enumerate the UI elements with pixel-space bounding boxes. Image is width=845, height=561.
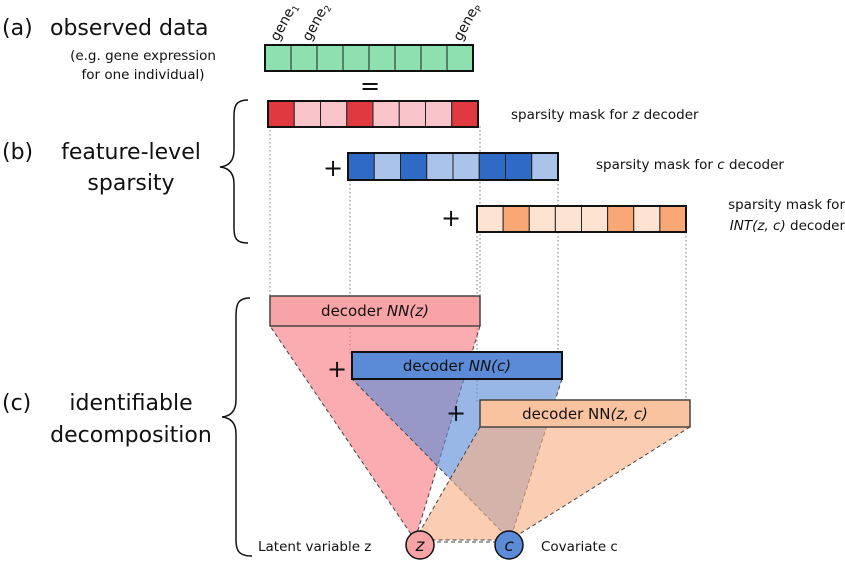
decoder-z-label: decoder NN(z) [321,302,429,320]
plus-sign-int-mask: + [441,204,461,232]
mask-c-outline [347,152,559,181]
mask-z-cell-2 [293,100,321,128]
decoder-box-z [269,295,481,327]
observed-outline [264,44,474,72]
mask-c-cell-1 [347,152,375,181]
observed-cell-1 [264,44,292,72]
section-c-tag: (c) [2,391,31,416]
mask-row-int [476,205,687,233]
mask-int-label-line2: INT(z, c) decoder [730,218,845,234]
latent-z-label: Latent variable z [258,539,371,555]
mask-z-cell-4 [346,100,374,128]
mask-z-label: sparsity mask for z decoder [511,107,699,123]
observed-cell-3 [316,44,344,72]
equals-sign: = [360,72,380,100]
mask-int-cell-5 [581,205,609,233]
decoder-box-int [479,399,691,428]
section-b-tag: (b) [2,140,33,165]
mask-int-label-line1: sparsity mask for [728,197,845,213]
mask-z-cell-5 [372,100,400,128]
mask-int-cell-6 [607,205,635,233]
covariate-c-node [494,530,524,560]
observed-data-row [264,44,474,72]
plus-sign-c-decoder: + [327,355,347,383]
mask-z-cell-7 [425,100,453,128]
mask-int-cell-8 [659,205,687,233]
gene-labels: gene1 gene2 geneP [267,0,485,45]
mask-c-cell-4 [426,152,454,181]
mask-z-cell-8 [451,100,479,128]
decoder-box-c [351,351,563,380]
plus-sign-c-mask: + [323,154,343,182]
mask-int-cell-3 [528,205,556,233]
gene-2-label: gene2 [299,0,334,44]
section-b-title2: sparsity [87,171,174,196]
covariate-c-symbol: c [504,536,514,556]
mask-int-outline [476,205,687,233]
mask-z-cell-6 [398,100,426,128]
section-c-title1: identifiable [69,391,192,416]
brace-c [221,297,253,557]
observed-cell-8 [446,44,474,72]
observed-cell-6 [394,44,422,72]
mask-row-c [347,152,559,181]
observed-cell-2 [290,44,318,72]
mask-c-cell-5 [452,152,480,181]
mask-row-z [267,100,479,128]
section-a-sub2: for one individual) [81,67,204,83]
mask-z-outline [267,100,479,128]
section-a-title: observed data [50,16,209,41]
mask-z-cell-1 [267,100,295,128]
mask-c-cell-3 [400,152,428,181]
observed-cell-7 [420,44,448,72]
decoder-boxes: decoder NN(z) decoder NN(c) decoder NN(z… [269,295,691,428]
decoder-int-label: decoder NN(z, c) [522,405,648,423]
mask-z-cell-3 [320,100,348,128]
observed-cell-5 [368,44,396,72]
mask-int-cell-4 [554,205,582,233]
mask-int-cell-1 [476,205,504,233]
gene-1-label: gene1 [267,0,302,44]
plus-sign-int-decoder: + [446,399,466,427]
mask-c-cell-8 [531,152,559,181]
section-a-sub1: (e.g. gene expression [70,48,216,64]
mask-c-label: sparsity mask for c decoder [596,157,784,173]
covariate-c-label: Covariate c [541,539,618,555]
latent-z-node [405,530,435,560]
mask-c-cell-7 [505,152,533,181]
section-c-title2: decomposition [50,423,212,448]
decoder-c-label: decoder NN(c) [403,357,511,375]
mask-c-cell-2 [373,152,401,181]
observed-cell-4 [342,44,370,72]
gene-p-label: geneP [450,0,485,45]
section-b-title1: feature-level [61,140,201,165]
latent-z-symbol: z [415,536,426,556]
mask-int-cell-2 [502,205,530,233]
mask-int-cell-7 [633,205,661,233]
mask-c-cell-6 [478,152,506,181]
section-a-tag: (a) [2,16,33,41]
brace-b [219,99,249,244]
